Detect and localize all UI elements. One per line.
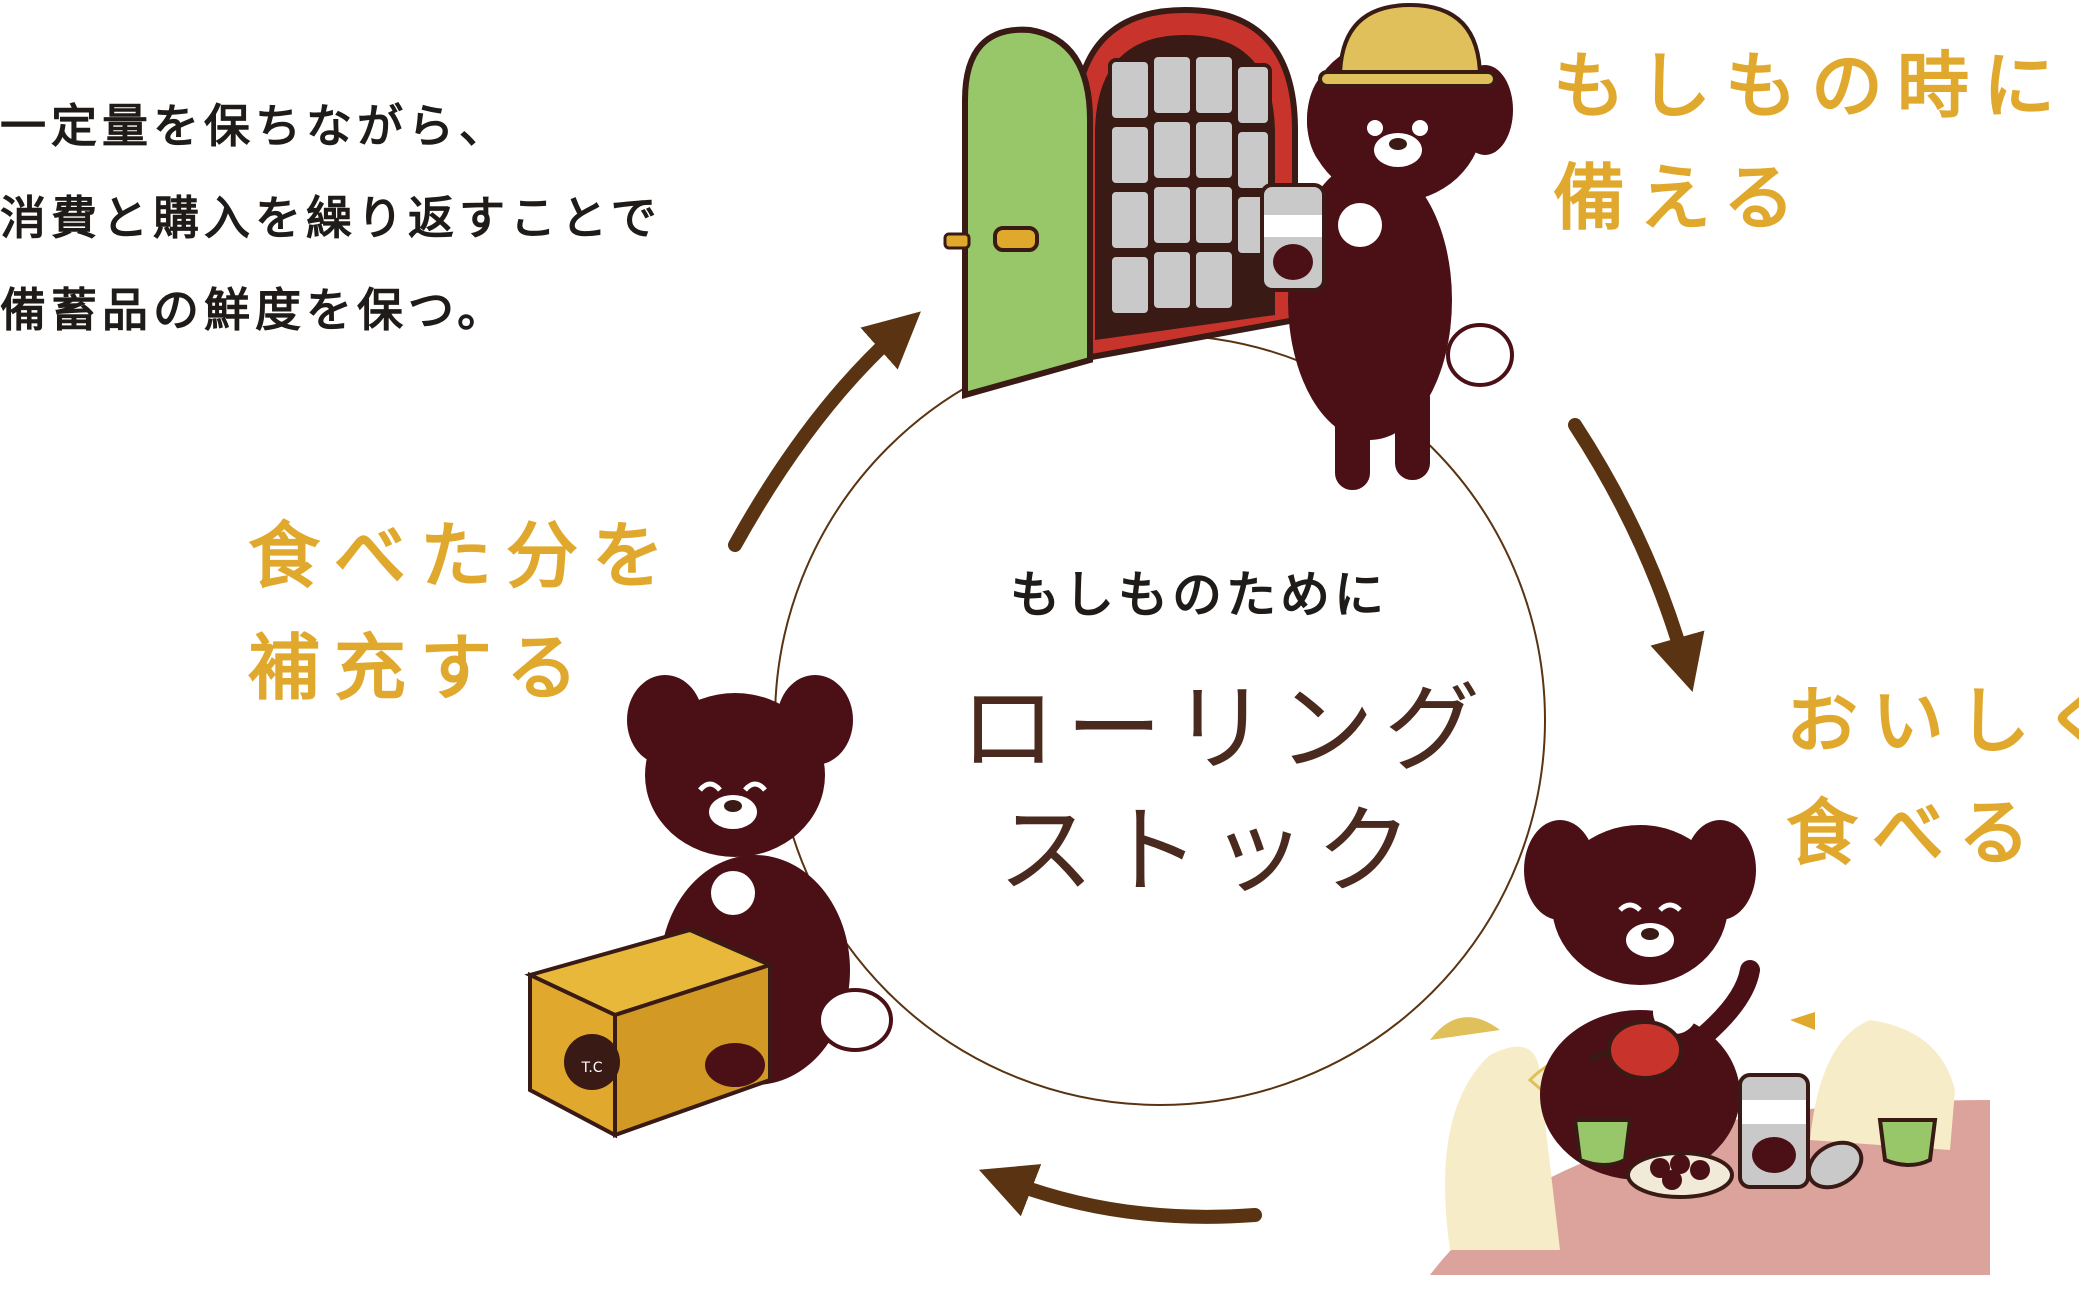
cups xyxy=(1572,1118,1938,1167)
eat-illustration xyxy=(1430,820,1990,1275)
arrow-eat-to-replenish xyxy=(978,1164,1262,1224)
step-replenish-label: 食べた分を 補充する xyxy=(248,500,678,724)
step-prepare-line-2: 備える xyxy=(1553,156,1809,240)
arrow-prepare-to-eat xyxy=(1568,418,1705,692)
bird-right xyxy=(1790,1012,1955,1150)
arrow-replenish-to-prepare xyxy=(728,311,921,552)
dog-eating xyxy=(1524,820,1760,1180)
stored-cans xyxy=(1108,53,1272,317)
intro-line-1: 一定量を保ちながら、 xyxy=(0,99,510,153)
center-title-line-2: ストック xyxy=(998,795,1422,907)
step-replenish-line-2: 補充する xyxy=(248,626,593,710)
center-title: ローリング ストック xyxy=(960,668,1490,912)
center-title-line-1: ローリング xyxy=(960,673,1490,785)
step-eat-line-2: 食べる xyxy=(1786,791,2045,875)
chocolate-can xyxy=(1738,1073,1864,1190)
box-logo-text: T.C xyxy=(580,1060,602,1076)
chocolate-plate xyxy=(1626,1151,1734,1199)
center-subtitle: もしものために xyxy=(1010,566,1388,624)
door-handle xyxy=(993,226,1039,252)
dog-with-helmet xyxy=(1288,2,1514,490)
intro-line-3: 備蓄品の鮮度を保つ。 xyxy=(0,283,509,337)
box-logo-badge xyxy=(564,1034,620,1090)
held-can xyxy=(1260,183,1326,292)
step-prepare-line-1: もしもの時に xyxy=(1553,44,2070,128)
step-eat-line-1: おいしく xyxy=(1786,679,2079,763)
step-eat-label: おいしく 食べる xyxy=(1786,665,2079,889)
prepare-illustration xyxy=(943,2,1514,490)
step-prepare-label: もしもの時に 備える xyxy=(1553,30,2069,254)
open-door xyxy=(962,26,1093,399)
intro-description: 一定量を保ちながら、 消費と購入を繰り返すことで 備蓄品の鮮度を保つ。 xyxy=(0,80,662,356)
replenish-illustration: T.C xyxy=(524,675,893,1139)
intro-line-2: 消費と購入を繰り返すことで xyxy=(0,191,662,245)
step-replenish-line-1: 食べた分を xyxy=(248,514,679,598)
cardboard-box: T.C xyxy=(524,927,776,1139)
teapot xyxy=(1588,1020,1683,1080)
